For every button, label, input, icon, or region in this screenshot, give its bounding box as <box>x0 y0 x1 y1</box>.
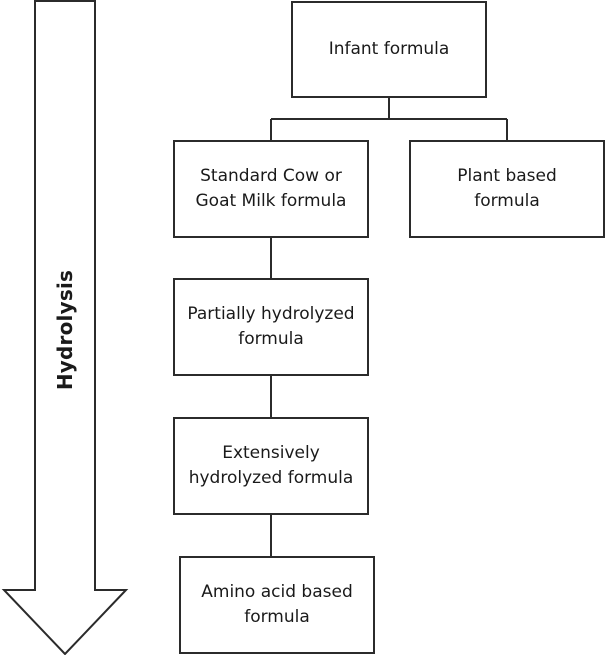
node-extensively-hydrolyzed-formula-line-2: hydrolyzed formula <box>188 468 354 488</box>
node-extensively-hydrolyzed-formula: Extensively hydrolyzed formula <box>173 417 369 515</box>
hydrolysis-arrow <box>1 0 129 655</box>
node-amino-acid-formula: Amino acid based formula <box>179 556 375 654</box>
node-infant-formula-line-1: Infant formula <box>328 38 450 59</box>
node-plant-based-formula: Plant based formula <box>409 140 605 238</box>
node-partially-hydrolyzed-formula-line-1: Partially hydrolyzed <box>187 303 355 324</box>
node-extensively-hydrolyzed-formula-line-1: Extensively <box>222 442 320 463</box>
node-standard-milk-formula-line-1: Standard Cow or <box>200 165 342 186</box>
connectors <box>270 98 508 556</box>
node-partially-hydrolyzed-formula: Partially hydrolyzed formula <box>173 278 369 376</box>
node-infant-formula: Infant formula <box>291 1 487 98</box>
node-partially-hydrolyzed-formula-line-2: formula <box>238 329 304 349</box>
node-plant-based-formula-line-1: Plant based <box>457 165 557 186</box>
node-amino-acid-formula-line-2: formula <box>244 607 310 627</box>
node-standard-milk-formula-line-2: Goat Milk formula <box>195 191 347 211</box>
node-standard-milk-formula: Standard Cow or Goat Milk formula <box>173 140 369 238</box>
node-plant-based-formula-line-2: formula <box>474 191 540 211</box>
hydrolysis-label: Hydrolysis <box>53 269 78 391</box>
hydrolysis-label-container: Hydrolysis <box>35 170 95 490</box>
node-amino-acid-formula-line-1: Amino acid based <box>201 581 353 602</box>
